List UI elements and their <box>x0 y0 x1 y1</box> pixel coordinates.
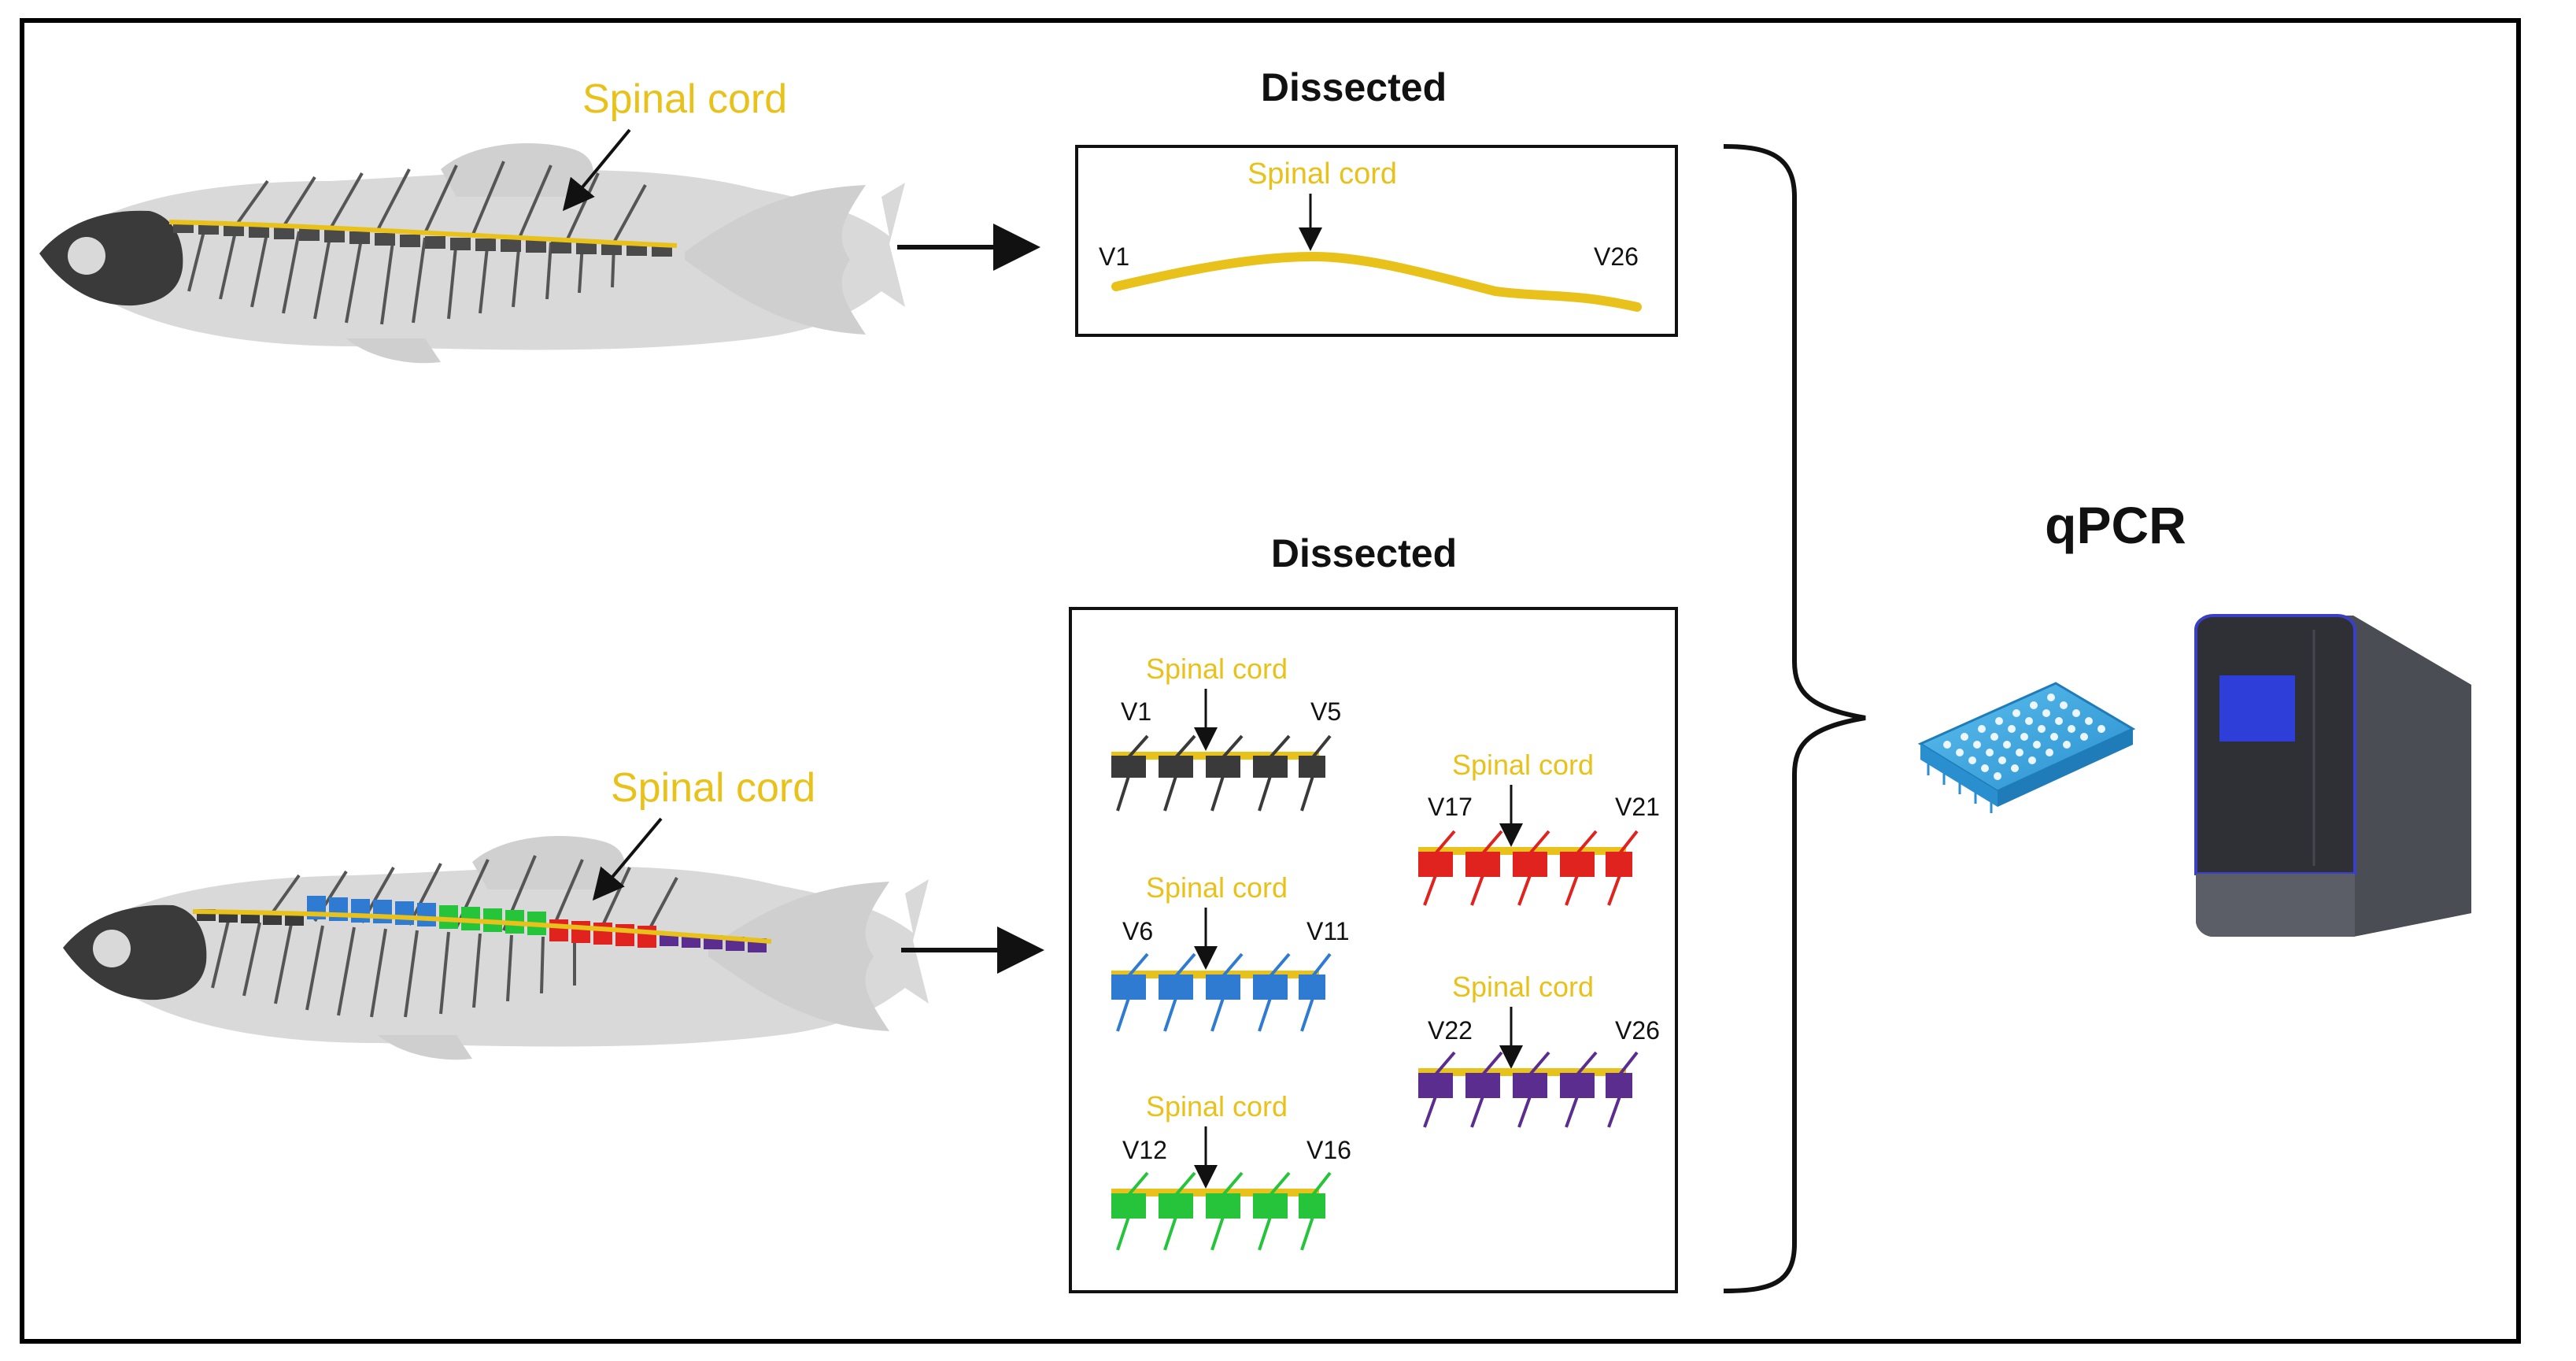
segment-v-end: V16 <box>1306 1136 1351 1164</box>
bottom-dissected-box <box>1069 607 1678 1293</box>
fish-dorsal-fin <box>441 143 593 197</box>
segment-v-start: V22 <box>1428 1016 1473 1045</box>
segment-vertebrae <box>1418 830 1639 906</box>
segment-v-start: V6 <box>1122 917 1153 945</box>
segment-v-start: V12 <box>1122 1136 1167 1164</box>
segment-v-start: V17 <box>1428 793 1473 821</box>
bottom-fish-label: Spinal cord <box>611 765 815 811</box>
fish-tail <box>685 185 866 335</box>
qpcr-machine-icon <box>2194 614 2471 937</box>
top-box-label: Spinal cord <box>1247 157 1397 190</box>
segment-vertebrae <box>1111 1171 1332 1251</box>
top-fish-label: Spinal cord <box>582 76 787 122</box>
bottom-fish-spinal-cord <box>192 909 772 944</box>
fish-dorsal-fin <box>472 836 625 889</box>
segment-vertebrae <box>1111 952 1332 1032</box>
fish-pelvic-fin <box>346 338 441 364</box>
top-fish-vertebrae <box>173 220 672 257</box>
fish-head <box>63 904 207 1000</box>
segment-v-end: V5 <box>1310 697 1341 726</box>
merge-brace <box>1723 144 1866 1293</box>
segment-v17-v21: Spinal cord V17 V21 <box>1418 749 1660 906</box>
segment-label: Spinal cord <box>1146 871 1288 904</box>
segment-v12-v16: Spinal cord V12 V16 <box>1111 1090 1351 1251</box>
segment-v-start: V1 <box>1121 697 1151 726</box>
top-fish-label-arrow <box>562 128 631 212</box>
bottom-section-title: Dissected <box>1271 531 1457 575</box>
segment-label: Spinal cord <box>1452 971 1594 1003</box>
top-dissected-box <box>1075 145 1678 337</box>
qpcr-title: qPCR <box>2045 496 2186 554</box>
top-v-start: V1 <box>1099 242 1129 271</box>
top-fish-spinal-cord <box>168 220 678 248</box>
bottom-fish-vertebrae-region-4 <box>549 919 656 948</box>
fish-head <box>39 210 183 306</box>
fish-tail <box>708 882 889 1031</box>
top-section-title: Dissected <box>1261 65 1447 109</box>
segment-v-end: V21 <box>1615 793 1660 821</box>
bottom-fish-label-arrow <box>592 817 663 901</box>
fish-eye <box>68 237 105 275</box>
fish-body <box>47 170 905 350</box>
bottom-fish-vertebrae-region-2 <box>307 896 436 926</box>
top-fish <box>39 143 905 364</box>
top-v-end: V26 <box>1594 242 1639 271</box>
segment-v-end: V11 <box>1306 917 1350 945</box>
segment-v22-v26: Spinal cord V22 V26 <box>1418 971 1660 1128</box>
fish-pelvic-fin <box>378 1035 472 1060</box>
96-well-plate-icon <box>1917 682 2136 813</box>
segment-v6-v11: Spinal cord V6 V11 <box>1111 871 1350 1032</box>
top-dissected-spinal-cord <box>1111 251 1642 312</box>
screen <box>2219 675 2295 742</box>
segment-v-end: V26 <box>1615 1016 1660 1045</box>
segment-cord <box>1418 1068 1626 1076</box>
segment-label: Spinal cord <box>1146 1090 1288 1122</box>
segment-label: Spinal cord <box>1146 653 1288 685</box>
segment-cord <box>1418 847 1626 855</box>
segment-cord <box>1111 1189 1319 1196</box>
segment-vertebrae <box>1111 734 1332 812</box>
bottom-fish <box>63 836 929 1060</box>
segment-label: Spinal cord <box>1452 749 1594 781</box>
segment-v1-v5: Spinal cord V1 V5 <box>1111 653 1341 812</box>
segment-vertebrae <box>1418 1051 1639 1128</box>
fish-eye <box>93 930 131 967</box>
